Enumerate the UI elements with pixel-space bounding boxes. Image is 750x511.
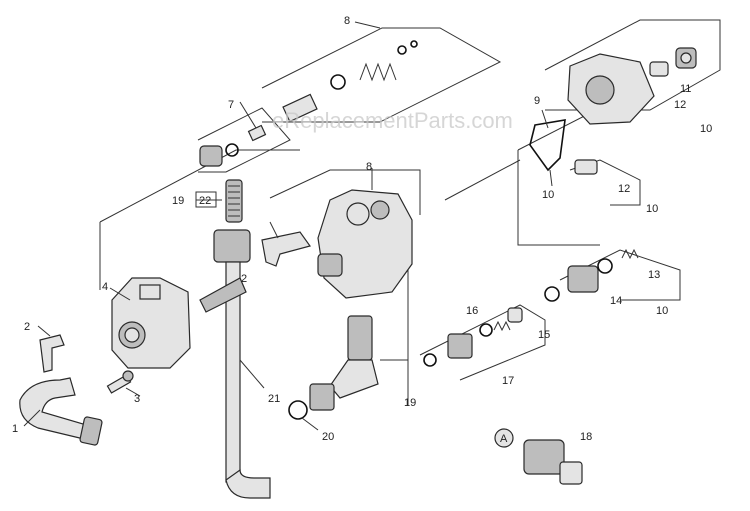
part-3-screw — [106, 370, 134, 394]
callout-12-mid: 12 — [618, 183, 630, 195]
callout-21: 21 — [268, 393, 280, 405]
callout-15: 15 — [538, 329, 550, 341]
part-18-adapter — [494, 428, 583, 485]
part-13-spring — [621, 248, 639, 260]
callout-9: 9 — [534, 95, 540, 107]
callout-2-center: 2 — [241, 273, 247, 285]
part-14-valve — [544, 258, 613, 302]
part-22-filter — [225, 179, 243, 223]
part-12-fitting — [574, 61, 669, 175]
callout-18: 18 — [580, 431, 592, 443]
callout-20: 20 — [322, 431, 334, 443]
leader-lines — [23, 21, 553, 431]
callout-11: 11 — [680, 83, 691, 95]
callout-3: 3 — [134, 393, 140, 405]
callout-10-top: 10 — [700, 123, 712, 135]
callout-22: 22 — [199, 195, 211, 207]
part-2-clip-left — [39, 334, 65, 373]
part-11-nut — [675, 47, 697, 69]
part-2-clip-center — [261, 231, 311, 267]
callout-17: 17 — [502, 375, 514, 387]
callout-12-top: 12 — [674, 99, 686, 111]
part-19-pump-head — [317, 189, 413, 299]
part-19-outlet-elbow — [309, 315, 379, 411]
part-8-valve-stack — [282, 40, 418, 123]
callout-10-low: 10 — [656, 305, 668, 317]
part-4-housing — [111, 277, 191, 369]
callout-8-top: 8 — [344, 15, 350, 27]
callout-2-left: 2 — [24, 321, 30, 333]
callout-14: 14 — [610, 295, 622, 307]
part-7-plug — [199, 124, 267, 167]
callout-16: 16 — [466, 305, 478, 317]
part-9-gasket — [529, 119, 566, 172]
part-10-pump-cover — [567, 53, 655, 125]
callout-10-bracket: 10 — [542, 189, 554, 201]
callout-10-mid: 10 — [646, 203, 658, 215]
part-21-suction-tube — [199, 229, 271, 499]
callout-7: 7 — [228, 99, 234, 111]
part-1-elbow — [19, 377, 103, 446]
callout-8-mid: 8 — [366, 161, 372, 173]
callout-22-box — [195, 191, 217, 208]
callout-1: 1 — [12, 423, 18, 435]
part-20-oring — [288, 400, 308, 420]
watermark: eReplacementParts.com — [272, 108, 513, 133]
callout-4: 4 — [102, 281, 108, 293]
callout-13: 13 — [648, 269, 660, 281]
part-15-16-17-valve-set — [423, 307, 523, 367]
reference-a: A — [500, 433, 508, 445]
callout-19-right: 19 — [404, 397, 416, 409]
callout-19-left: 19 — [172, 195, 184, 207]
callout-labels: 1 2 3 4 7 8 8 9 10 10 10 10 11 12 12 13 … — [12, 15, 712, 445]
